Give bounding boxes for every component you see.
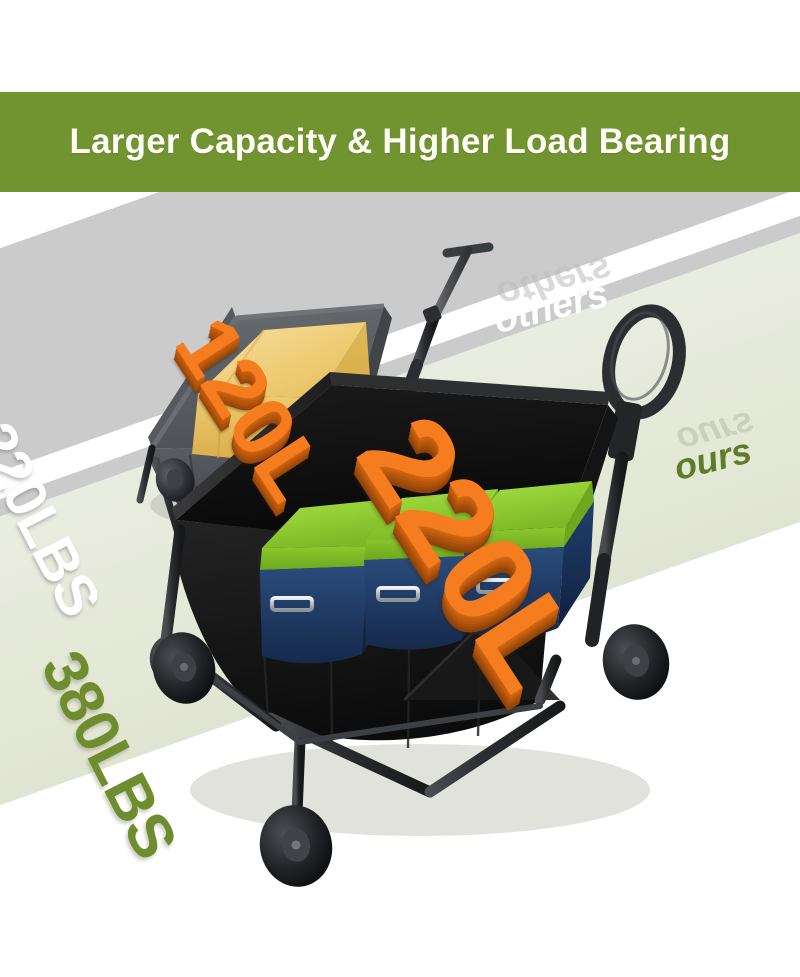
headline-banner: Larger Capacity & Higher Load Bearing	[0, 92, 800, 192]
ours-wagon-wheels	[152, 624, 670, 887]
ours-wagon	[152, 304, 686, 887]
ours-wagon-cargo-group	[260, 481, 594, 664]
ours-wagon-handle	[585, 304, 686, 647]
cooler-box-2	[364, 489, 500, 650]
others-wagon-handle	[388, 242, 494, 417]
cooler-box-3	[464, 481, 594, 638]
page-title: Larger Capacity & Higher Load Bearing	[69, 122, 731, 161]
